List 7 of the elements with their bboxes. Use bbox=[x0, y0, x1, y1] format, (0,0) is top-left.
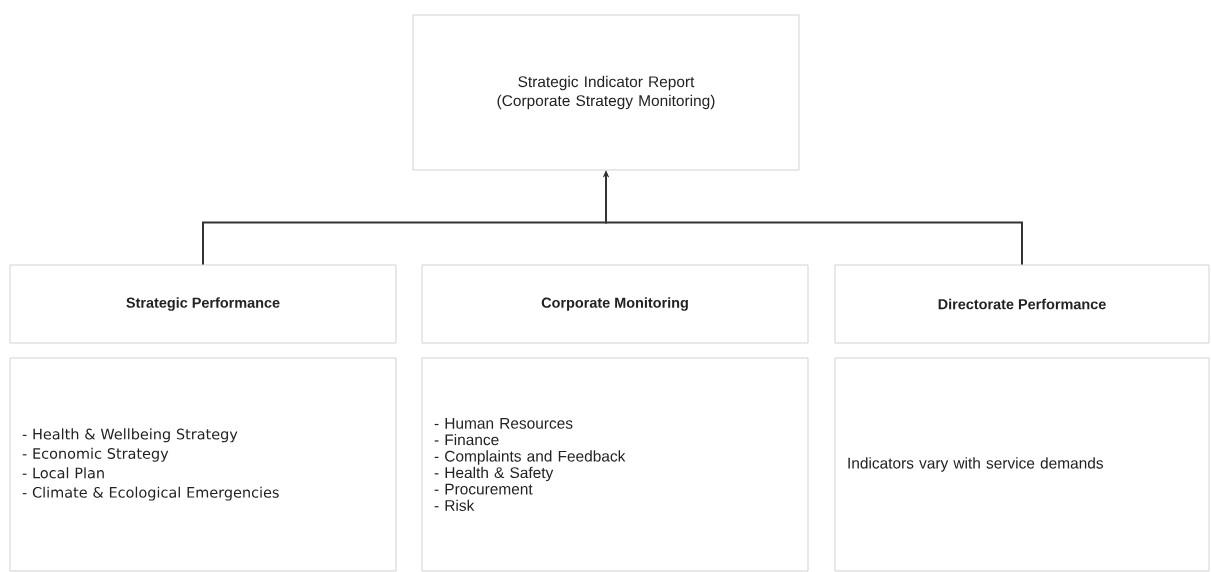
category-box: Corporate Monitoring bbox=[421, 264, 809, 344]
list-box: - Human Resources - Finance - Complaints and Feedback - Health & Safety - Procurement - Risk bbox=[421, 357, 809, 572]
category-box: Strategic Performance bbox=[9, 264, 397, 344]
list-box: Indicators vary with service demands bbox=[834, 357, 1210, 572]
report-box: Strategic Indicator Report (Corporate Strategy Monitoring) bbox=[412, 14, 800, 171]
list-box: - Health & Wellbeing Strategy - Economic Strategy - Local Plan - Climate & Ecological Emergencies bbox=[9, 357, 397, 572]
category-box: Directorate Performance bbox=[834, 264, 1210, 344]
